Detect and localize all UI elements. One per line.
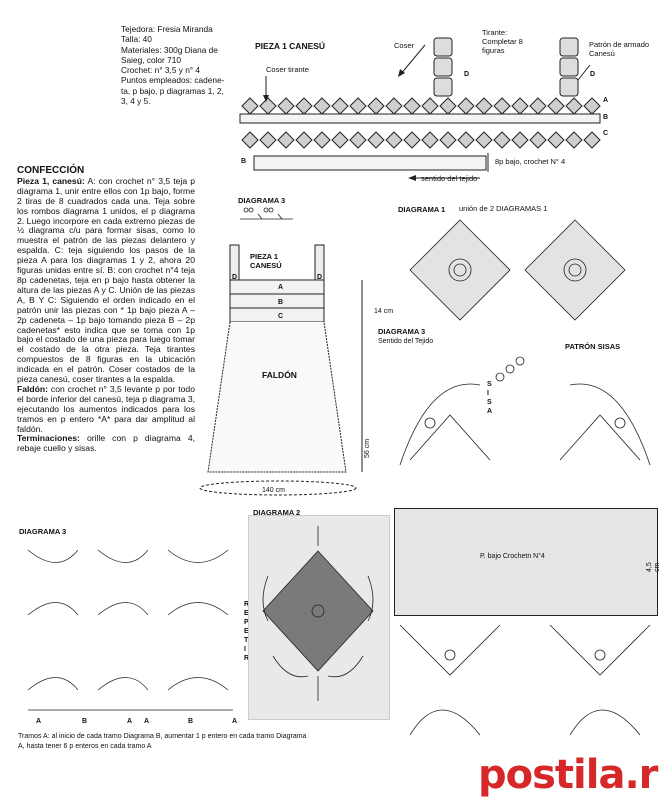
diagrama2-drawing xyxy=(248,516,388,716)
canesu-motif xyxy=(296,132,312,148)
tirante-square xyxy=(560,78,578,96)
canesu-motif xyxy=(332,98,348,114)
canesu-motif xyxy=(494,98,510,114)
canesu-motif xyxy=(422,132,438,148)
canesu-motif xyxy=(476,98,492,114)
canesu-motif xyxy=(242,98,258,114)
canesu-motif xyxy=(242,132,258,148)
info-line: Saieg, color 710 xyxy=(121,55,231,65)
union-label: unión de 2 DIAGRAMAS 1 xyxy=(459,205,547,213)
paragraph-title: Pieza 1, canesú: xyxy=(17,176,85,186)
canesu-motif xyxy=(386,98,402,114)
diagrama3-label-a: A xyxy=(127,718,132,726)
canesu-motif xyxy=(512,98,528,114)
dim-140cm: 140 cm xyxy=(262,487,285,495)
canesu-motif xyxy=(530,132,546,148)
canesu-motif xyxy=(278,132,294,148)
canesu-motif xyxy=(422,98,438,114)
diagrama3-large-drawing xyxy=(18,535,243,720)
dim-56cm: 56 cm xyxy=(364,439,372,458)
instructions-paragraph: Faldón: con crochet n° 3,5 levante p por… xyxy=(17,385,195,435)
sisas-center-box xyxy=(394,508,658,616)
instructions: CONFECCIÓN Pieza 1, canesú: A: con croch… xyxy=(17,166,195,454)
diagrama1-title: DIAGRAMA 1 xyxy=(398,205,445,214)
canesu-motif xyxy=(458,132,474,148)
canesu-motif xyxy=(368,98,384,114)
paragraph-title: Faldón: xyxy=(17,384,48,394)
info-line: 3, 4 y 5. xyxy=(121,96,231,106)
pieza1-label: PIEZA 1 CANESÚ xyxy=(250,252,282,270)
instructions-heading: CONFECCIÓN xyxy=(17,166,195,176)
canesu-motif xyxy=(314,132,330,148)
diagrama3-label-b: B xyxy=(82,718,87,726)
canesu-motif xyxy=(584,98,600,114)
watermark: postila.ru xyxy=(478,752,660,798)
canesu-motif xyxy=(440,98,456,114)
tramos-note: Tramos A: al inicio de cada tramo Diagra… xyxy=(18,732,308,751)
diagrama3-mini xyxy=(238,205,308,225)
canesu-motif xyxy=(404,98,420,114)
instructions-paragraph: Pieza 1, canesú: A: con crochet n° 3,5 t… xyxy=(17,177,195,385)
canesu-motif xyxy=(494,132,510,148)
info-line: Tejedora: Fresia Miranda xyxy=(121,24,231,34)
paragraph-title: Terminaciones: xyxy=(17,433,80,443)
instructions-paragraph: Terminaciones: orille con p diagrama 4, … xyxy=(17,434,195,454)
row-c: C xyxy=(278,313,283,321)
info-line: ta, p bajo, p diagramas 1, 2, xyxy=(121,86,231,96)
d-right: D xyxy=(317,274,322,282)
strip-b xyxy=(240,114,600,123)
faldon-label: FALDÓN xyxy=(262,370,297,381)
canesu-motif xyxy=(566,132,582,148)
canesu-motif xyxy=(332,132,348,148)
sisas-dim: 4,5 cm xyxy=(646,558,660,572)
diagrama1-drawing xyxy=(405,215,635,345)
canesu-motif xyxy=(260,98,276,114)
sisas-center-label: P. bajo Crochetn N°4 xyxy=(480,553,545,561)
b-strip xyxy=(254,156,486,170)
canesu-motif xyxy=(386,132,402,148)
canesu-motif xyxy=(296,98,312,114)
canesu-drawing xyxy=(230,20,630,200)
canesu-motif xyxy=(278,98,294,114)
canesu-motif xyxy=(314,98,330,114)
canesu-motif xyxy=(512,132,528,148)
canesu-motif xyxy=(458,98,474,114)
canesu-motif xyxy=(548,98,564,114)
tirante-square xyxy=(434,78,452,96)
canesu-motif xyxy=(566,98,582,114)
pattern-info: Tejedora: Fresia Miranda Talla: 40 Mater… xyxy=(121,24,231,106)
tirante-square xyxy=(560,58,578,76)
tirante-square xyxy=(434,58,452,76)
info-line: Materiales: 300g Diana de xyxy=(121,45,231,55)
dim-14cm: 14 cm xyxy=(374,308,393,316)
diagrama3-label-a: A xyxy=(144,718,149,726)
diagrama3-label-a: A xyxy=(232,718,237,726)
canesu-motif xyxy=(350,132,366,148)
canesu-motif xyxy=(404,132,420,148)
dress-outline xyxy=(190,240,380,530)
info-line: Talla: 40 xyxy=(121,34,231,44)
tirante-square xyxy=(434,38,452,56)
canesu-motif xyxy=(530,98,546,114)
canesu-motif xyxy=(368,132,384,148)
canesu-motif xyxy=(476,132,492,148)
info-line: Puntos empleados: cadene- xyxy=(121,75,231,85)
paragraph-text: A: con crochet n° 3,5 teja p diagrama 1,… xyxy=(17,176,195,384)
sisas-title: PATRÓN SISAS xyxy=(565,342,620,351)
canesu-motif xyxy=(260,132,276,148)
canesu-motif xyxy=(350,98,366,114)
row-a: A xyxy=(278,284,283,292)
canesu-motif xyxy=(548,132,564,148)
row-b: B xyxy=(278,299,283,307)
sisas-top-drawing xyxy=(390,355,660,505)
diagrama3-label-a: A xyxy=(36,718,41,726)
diagrama3-small-title: DIAGRAMA 3 xyxy=(238,196,285,205)
info-line: Crochet: n° 3,5 y n° 4 xyxy=(121,65,231,75)
canesu-motif xyxy=(584,132,600,148)
tirante-square xyxy=(560,38,578,56)
d-left: D xyxy=(232,274,237,282)
diagrama3-label-b: B xyxy=(188,718,193,726)
canesu-motif xyxy=(440,132,456,148)
